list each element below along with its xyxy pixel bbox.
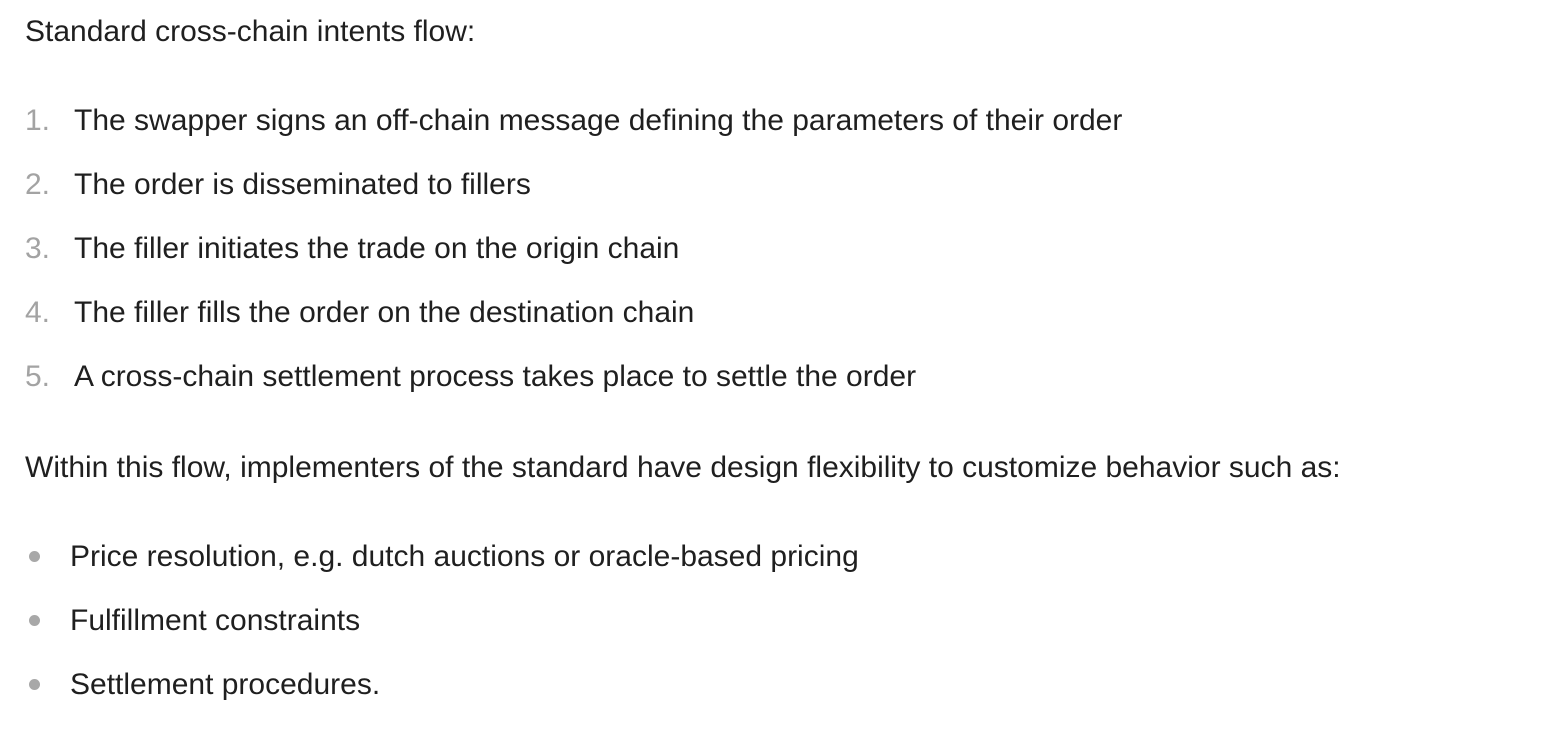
flexibility-paragraph: Within this flow, implementers of the st…: [25, 451, 1341, 484]
bullet-dot-icon: [29, 551, 40, 562]
list-item-text: Fulfillment constraints: [70, 604, 361, 637]
bullet-dot-icon: [29, 679, 40, 690]
list-number: 2.: [25, 168, 51, 201]
bullet-dot-icon: [29, 615, 40, 626]
list-item-text: The filler fills the order on the destin…: [74, 296, 695, 329]
list-number: 3.: [25, 232, 51, 265]
list-item-text: Price resolution, e.g. dutch auctions or…: [70, 540, 859, 573]
list-number: 5.: [25, 360, 51, 393]
list-number: 4.: [25, 296, 51, 329]
list-item-text: The order is disseminated to fillers: [74, 168, 531, 201]
list-number: 1.: [25, 104, 51, 137]
document: Standard cross-chain intents flow: 1. Th…: [25, 15, 1341, 701]
intro-paragraph: Standard cross-chain intents flow:: [25, 15, 476, 48]
list-item-text: The swapper signs an off-chain message d…: [74, 104, 1123, 137]
list-item-text: The filler initiates the trade on the or…: [74, 232, 680, 265]
list-item-text: A cross-chain settlement process takes p…: [74, 360, 917, 393]
list-item-text: Settlement procedures.: [70, 668, 381, 701]
